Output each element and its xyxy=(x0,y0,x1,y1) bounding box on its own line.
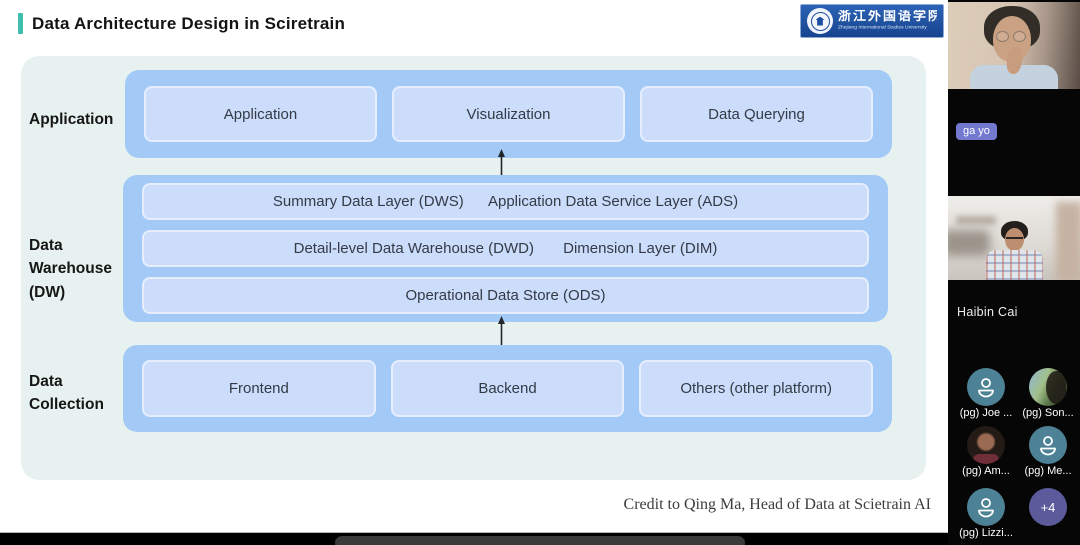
university-emblem-icon xyxy=(807,8,833,34)
shared-slide: Data Architecture Design in Sciretrain 浙… xyxy=(0,0,948,533)
application-layer: Application Visualization Data Querying xyxy=(125,70,892,158)
data-collection-layer: Frontend Backend Others (other platform) xyxy=(123,345,892,432)
box-visualization: Visualization xyxy=(392,86,625,142)
video-tile-1[interactable] xyxy=(948,2,1080,89)
participant-name: Haibin Cai xyxy=(957,305,1018,319)
row-dwd-dim: Detail-level Data Warehouse (DWD) Dimens… xyxy=(142,230,869,267)
person-icon xyxy=(1040,436,1056,456)
data-warehouse-layer: Summary Data Layer (DWS) Application Dat… xyxy=(123,175,888,322)
layer-label-application: Application xyxy=(29,111,114,128)
avatar-label: (pg) Son... xyxy=(1022,407,1074,419)
row-dws-ads: Summary Data Layer (DWS) Application Dat… xyxy=(142,183,869,220)
person-icon xyxy=(978,498,994,518)
box-frontend: Frontend xyxy=(142,360,376,417)
participants-sidebar: ga yo Haibin Cai xyxy=(948,0,1080,545)
credit-text: Credit to Qing Ma, Head of Data at Sciet… xyxy=(623,496,931,513)
avatar-am-photo[interactable] xyxy=(967,426,1005,464)
participant2-glasses xyxy=(1006,237,1023,241)
participant2-plaid-shirt xyxy=(986,250,1043,280)
layer-label-data-warehouse: Data Warehouse (DW) xyxy=(29,237,112,301)
box-data-querying: Data Querying xyxy=(640,86,873,142)
background-blur-blob xyxy=(948,230,990,256)
architecture-diagram-panel: Application Data Warehouse (DW) Data Col… xyxy=(21,56,926,480)
avatar-son-photo[interactable] xyxy=(1029,368,1067,406)
slide-title: Data Architecture Design in Sciretrain xyxy=(32,13,346,33)
row-ods: Operational Data Store (ODS) xyxy=(142,277,869,314)
participant1-glasses xyxy=(1013,31,1026,42)
meeting-controls-toolbar[interactable] xyxy=(335,536,745,545)
box-application: Application xyxy=(144,86,377,142)
logo-chinese-name: 浙江外国语学院 xyxy=(838,9,937,24)
overflow-participants-button[interactable]: +4 xyxy=(1029,488,1067,526)
participant1-glasses xyxy=(996,31,1009,42)
avatar-label: (pg) Lizzi... xyxy=(959,527,1013,539)
avatar-joe[interactable] xyxy=(967,368,1005,406)
person-icon xyxy=(978,378,994,398)
layer-label-data-collection: Data Collection xyxy=(29,373,104,414)
up-arrow-dw-to-application-icon xyxy=(495,149,508,179)
logo-english-name: Zhejiang International Studies Universit… xyxy=(838,23,927,30)
box-backend: Backend xyxy=(390,360,625,417)
slide-title-row: Data Architecture Design in Sciretrain xyxy=(18,13,345,34)
avatar-me[interactable] xyxy=(1029,426,1067,464)
title-accent-bar xyxy=(18,13,23,34)
logo-text: 浙江外国语学院 Zhejiang International Studies U… xyxy=(838,10,937,33)
avatar-lizzi[interactable] xyxy=(967,488,1005,526)
participant2-face xyxy=(1005,228,1024,251)
university-logo: 浙江外国语学院 Zhejiang International Studies U… xyxy=(800,4,944,38)
background-blur-figure xyxy=(1056,202,1080,280)
avatar-label: (pg) Me... xyxy=(1024,465,1072,477)
avatar-label: (pg) Am... xyxy=(962,465,1010,477)
background-blur-shelf xyxy=(956,216,996,225)
avatar-label: (pg) Joe ... xyxy=(959,407,1013,419)
participant-name-badge: ga yo xyxy=(956,123,997,140)
box-others: Others (other platform) xyxy=(639,360,874,417)
video-tile-2[interactable] xyxy=(948,196,1080,280)
